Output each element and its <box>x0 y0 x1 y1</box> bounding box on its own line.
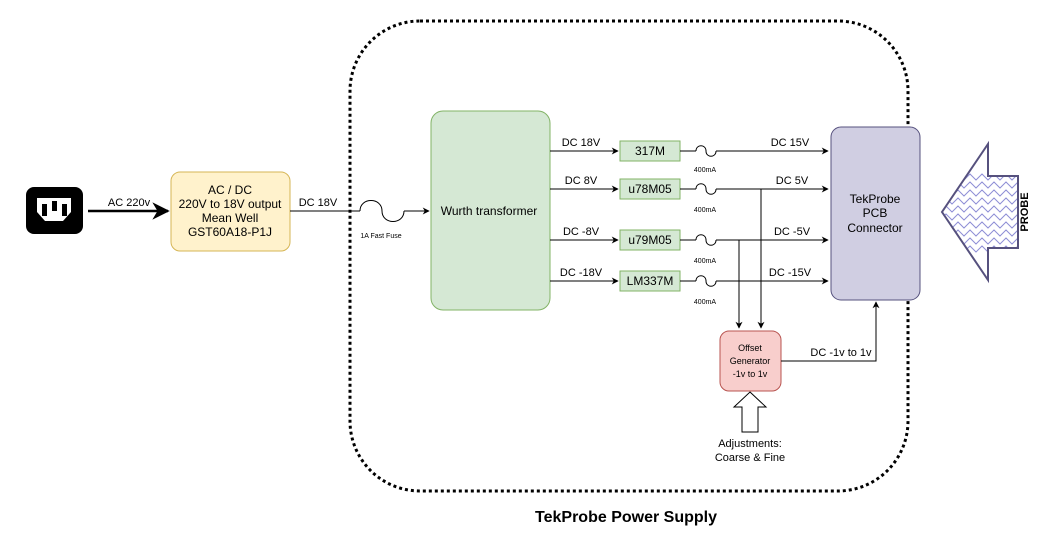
offset-line-1: Offset <box>738 343 762 353</box>
rail-2-out-label: DC 5V <box>776 175 809 187</box>
transformer-label: Wurth transformer <box>441 204 537 218</box>
adjustments-line-1: Adjustments: <box>718 438 782 450</box>
fuse-1-label: 400mA <box>694 167 717 174</box>
acdc-line-2: 220V to 18V output <box>179 197 282 211</box>
regulator-2-label: u78M05 <box>628 182 672 196</box>
dc18-label: DC 18V <box>299 197 338 209</box>
power-inlet-icon <box>26 187 83 234</box>
fuse-2-label: 400mA <box>694 207 717 214</box>
fuse-symbol <box>695 145 717 157</box>
probe-label: PROBE <box>1019 192 1031 231</box>
fuse-symbol <box>695 275 717 287</box>
fuse-4-label: 400mA <box>694 299 717 306</box>
fuse-3-label: 400mA <box>694 258 717 265</box>
rail-1-out-label: DC 15V <box>771 137 810 149</box>
connector-line-3: Connector <box>847 221 902 235</box>
ac-input-label: AC 220v <box>108 197 151 209</box>
regulator-4-label: LM337M <box>627 274 674 288</box>
rail-4-out-label: DC -15V <box>769 267 812 279</box>
regulator-1-label: 317M <box>635 144 665 158</box>
acdc-line-3: Mean Well <box>202 211 258 225</box>
tekprobe-connector-box: TekProbe PCB Connector <box>830 126 921 301</box>
transformer-box: Wurth transformer <box>430 110 551 311</box>
offset-generator-box: Offset Generator -1v to 1v <box>719 330 782 392</box>
rail-3-in-label: DC -8V <box>563 226 600 238</box>
connector-line-2: PCB <box>863 206 888 220</box>
main-fuse-label: 1A Fast Fuse <box>360 233 401 240</box>
diagram-title: TekProbe Power Supply <box>535 509 717 526</box>
rail-1-in-label: DC 18V <box>562 137 601 149</box>
rail-2-in-label: DC 8V <box>565 175 598 187</box>
rail-3-out-label: DC -5V <box>774 226 811 238</box>
fuse-symbol <box>695 183 717 195</box>
acdc-line-4: GST60A18-P1J <box>188 225 272 239</box>
rail-4-in-label: DC -18V <box>560 267 603 279</box>
offset-line-2: Generator <box>730 356 771 366</box>
probe-arrow-icon <box>940 140 1019 284</box>
offset-output-line <box>781 301 880 362</box>
adjustments-arrow <box>732 391 768 433</box>
connector-line-1: TekProbe <box>850 192 901 206</box>
acdc-line-1: AC / DC <box>208 183 252 197</box>
offset-output-label: DC -1v to 1v <box>810 347 872 359</box>
fuse-symbol <box>695 234 717 246</box>
acdc-converter-box: AC / DC 220V to 18V output Mean Well GST… <box>170 171 291 252</box>
adjustments-line-2: Coarse & Fine <box>715 452 785 464</box>
offset-line-3: -1v to 1v <box>733 369 768 379</box>
main-fuse-symbol <box>359 200 405 222</box>
regulator-3-label: u79M05 <box>628 233 672 247</box>
